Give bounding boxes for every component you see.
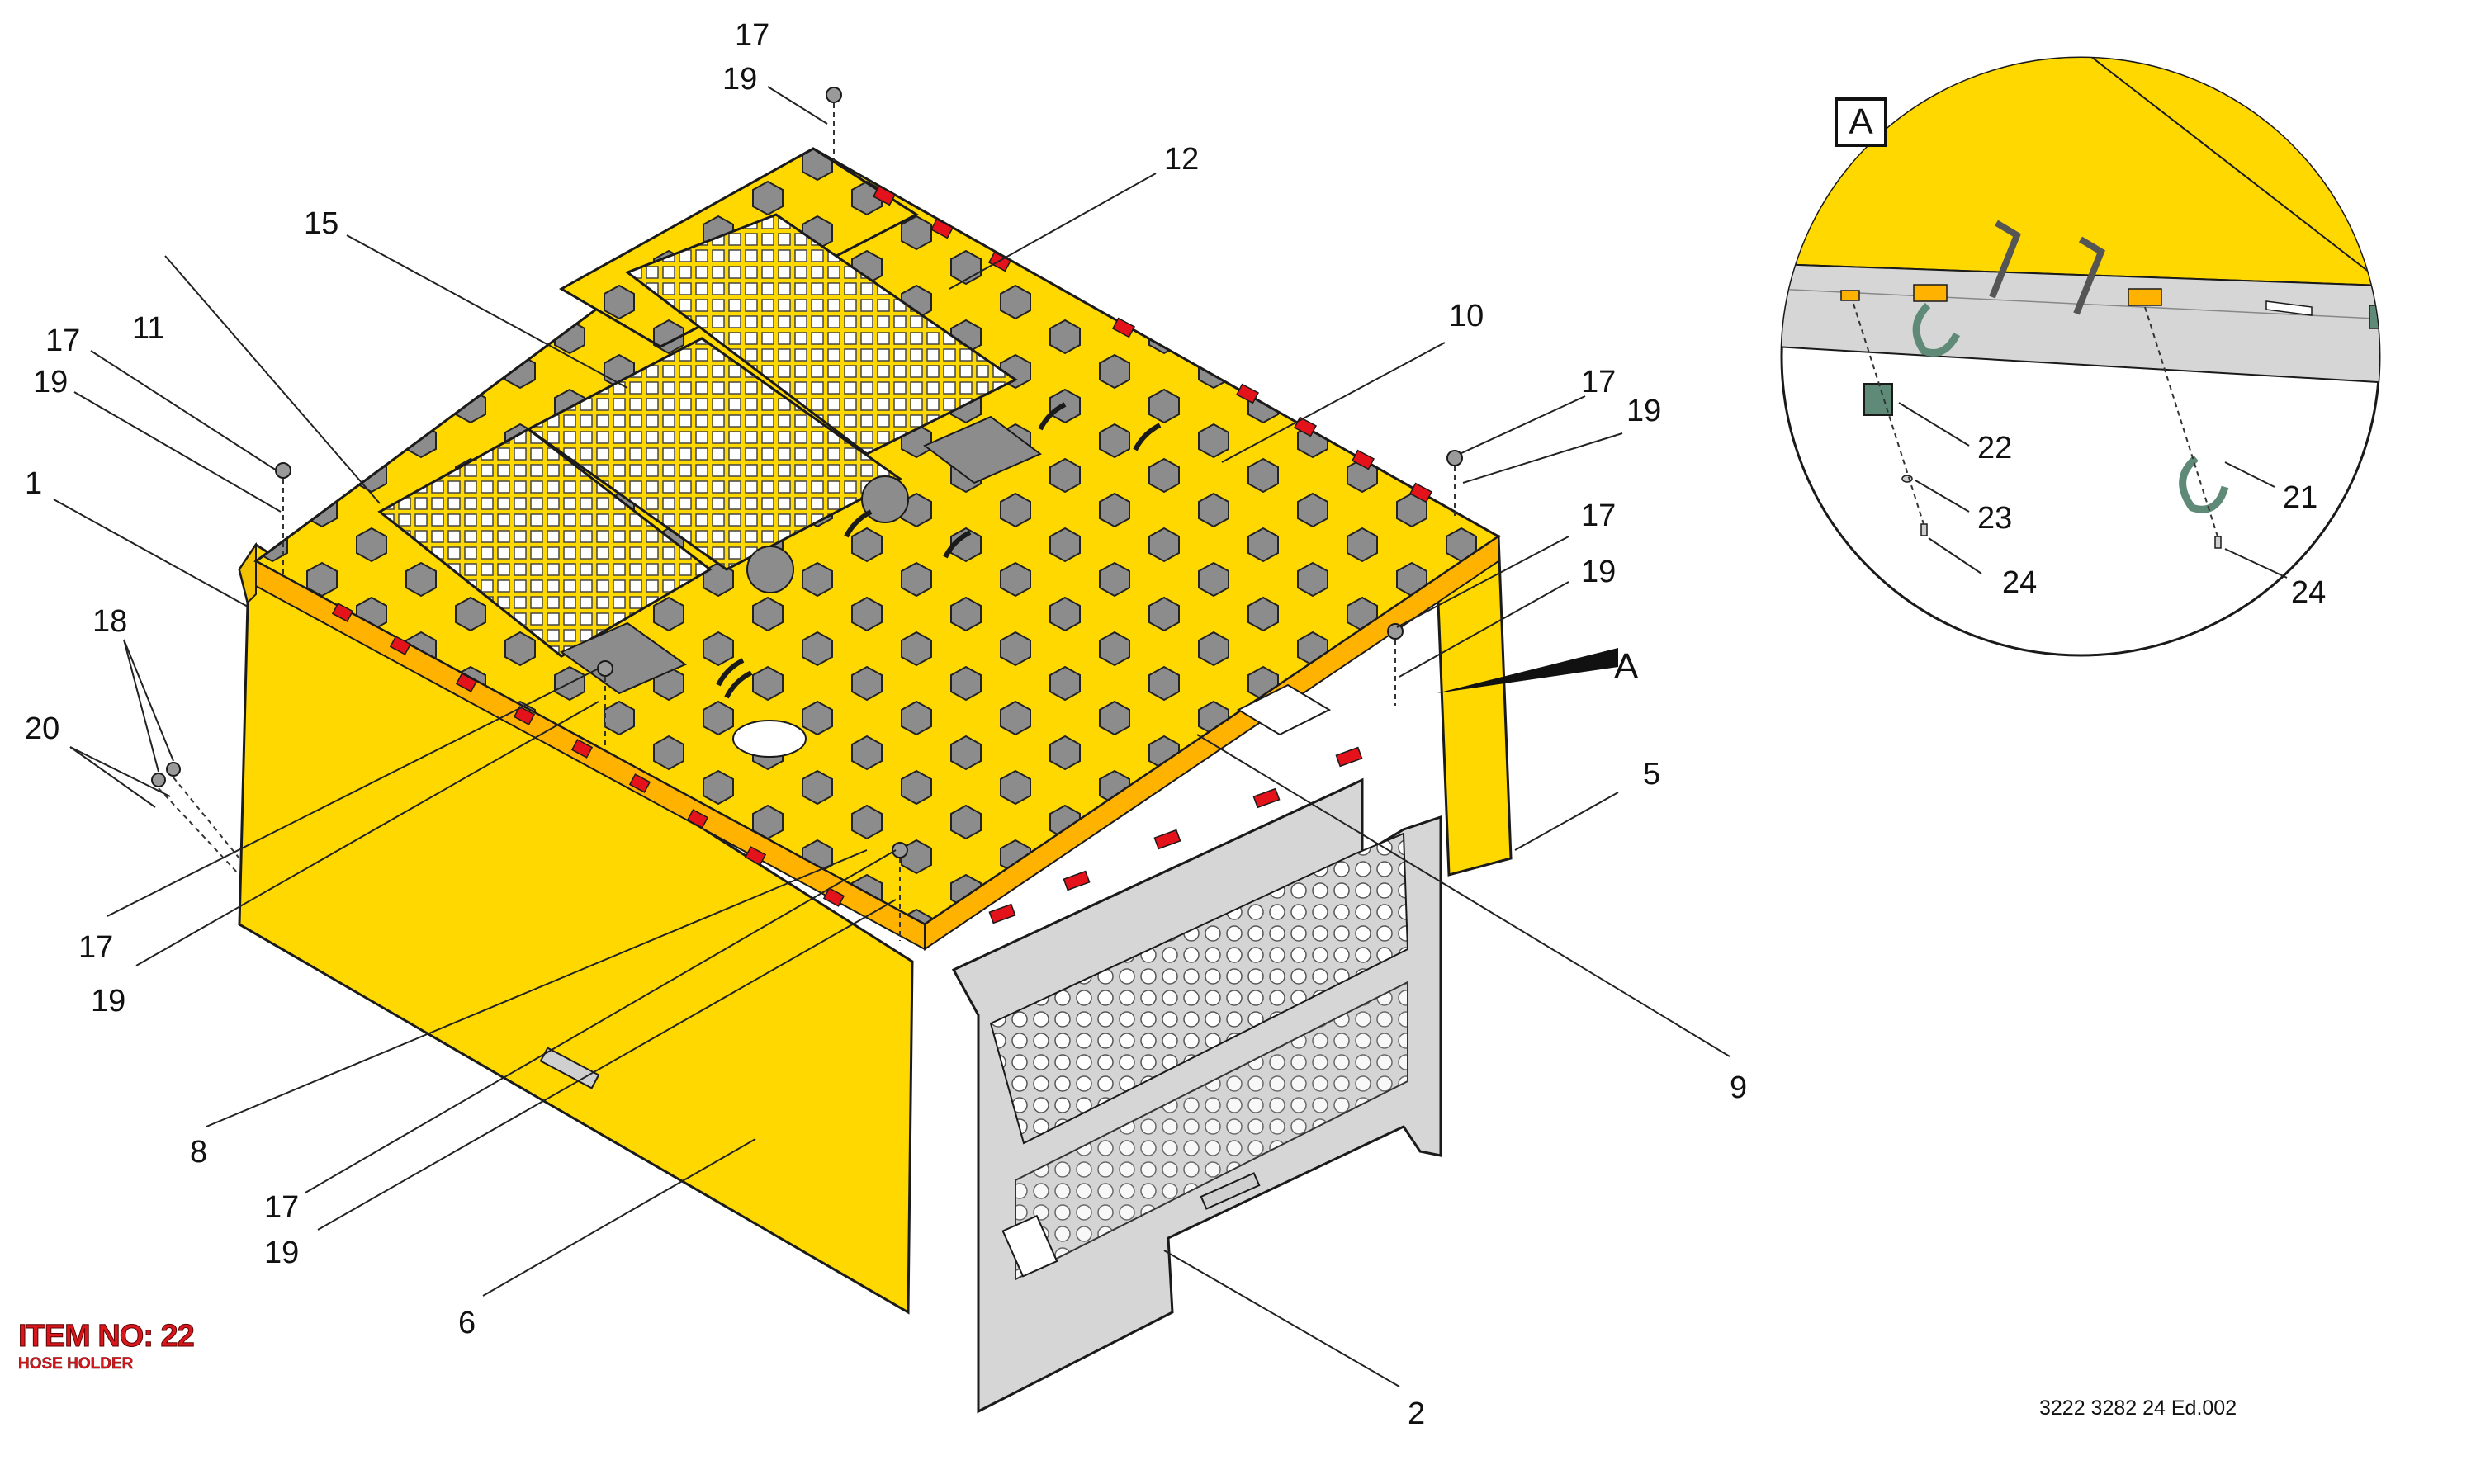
grille-latch bbox=[1200, 1172, 1261, 1210]
view-marker-a-label: A bbox=[1614, 646, 1639, 687]
grille-cutout bbox=[1001, 1214, 1058, 1278]
mesh-grille-15 bbox=[526, 337, 902, 571]
leader-lines bbox=[53, 86, 2288, 1387]
callout-17: 17 bbox=[1581, 365, 1616, 399]
reflector-strip-right bbox=[988, 746, 1363, 924]
bolt-markers bbox=[151, 87, 1463, 858]
mesh-grille-11 bbox=[377, 428, 713, 658]
callout-17: 17 bbox=[45, 324, 80, 358]
callout-24: 24 bbox=[2002, 565, 2037, 600]
bolt-leader-dashes bbox=[158, 103, 1456, 941]
callout-labels: 17 19 12 15 17 11 19 1 18 20 10 17 19 17… bbox=[25, 18, 2326, 1431]
screw-24b bbox=[2214, 536, 2222, 549]
callout-19: 19 bbox=[1581, 555, 1616, 589]
access-plate-right bbox=[923, 415, 1042, 484]
callout-12: 12 bbox=[1164, 142, 1199, 177]
callout-1: 1 bbox=[25, 466, 42, 501]
round-opening-3 bbox=[732, 720, 807, 758]
callout-18: 18 bbox=[92, 604, 127, 639]
callout-2: 2 bbox=[1408, 1397, 1425, 1431]
round-opening-1 bbox=[746, 546, 794, 593]
callout-11: 11 bbox=[132, 311, 164, 346]
callout-23: 23 bbox=[1977, 501, 2012, 536]
left-side-panel-edge bbox=[238, 541, 257, 604]
hose-holder-21 bbox=[2179, 455, 2229, 513]
detail-a-tag: A bbox=[1835, 97, 1887, 147]
callout-17: 17 bbox=[78, 930, 113, 965]
screw-24a bbox=[1920, 523, 1928, 536]
callout-24: 24 bbox=[2291, 575, 2326, 610]
item-subtitle: HOSE HOLDER bbox=[18, 1355, 134, 1373]
callout-10: 10 bbox=[1449, 299, 1484, 333]
callout-15: 15 bbox=[304, 206, 338, 241]
reflector-strip-rear bbox=[872, 185, 1433, 503]
view-arrow-a bbox=[1437, 648, 1618, 693]
callout-5: 5 bbox=[1643, 757, 1660, 792]
deck-handles bbox=[716, 402, 1162, 699]
callout-22: 22 bbox=[1977, 431, 2012, 466]
hood-assembly bbox=[151, 87, 1618, 1414]
reflector-strip-front bbox=[331, 603, 845, 907]
callout-21: 21 bbox=[2283, 480, 2317, 515]
callout-19: 19 bbox=[264, 1236, 299, 1270]
document-number: 3222 3282 24 Ed.002 bbox=[2039, 1397, 2237, 1420]
callout-17: 17 bbox=[735, 18, 769, 53]
callout-20: 20 bbox=[25, 711, 59, 746]
slot-opening bbox=[1236, 683, 1332, 736]
item-title: ITEM NO: 22 bbox=[18, 1319, 196, 1354]
callout-17: 17 bbox=[264, 1190, 299, 1225]
callout-19: 19 bbox=[1626, 394, 1661, 428]
callout-19: 19 bbox=[91, 984, 125, 1018]
access-plate-left bbox=[559, 621, 688, 695]
callout-6: 6 bbox=[458, 1306, 476, 1340]
mesh-grille-12 bbox=[624, 213, 1018, 456]
grille-upper-mesh bbox=[989, 832, 1409, 1145]
callout-17: 17 bbox=[1581, 499, 1616, 533]
round-opening-2 bbox=[861, 475, 909, 523]
callout-19: 19 bbox=[722, 62, 757, 97]
callout-8: 8 bbox=[190, 1135, 207, 1170]
callout-9: 9 bbox=[1730, 1070, 1747, 1105]
callout-19: 19 bbox=[33, 365, 68, 399]
